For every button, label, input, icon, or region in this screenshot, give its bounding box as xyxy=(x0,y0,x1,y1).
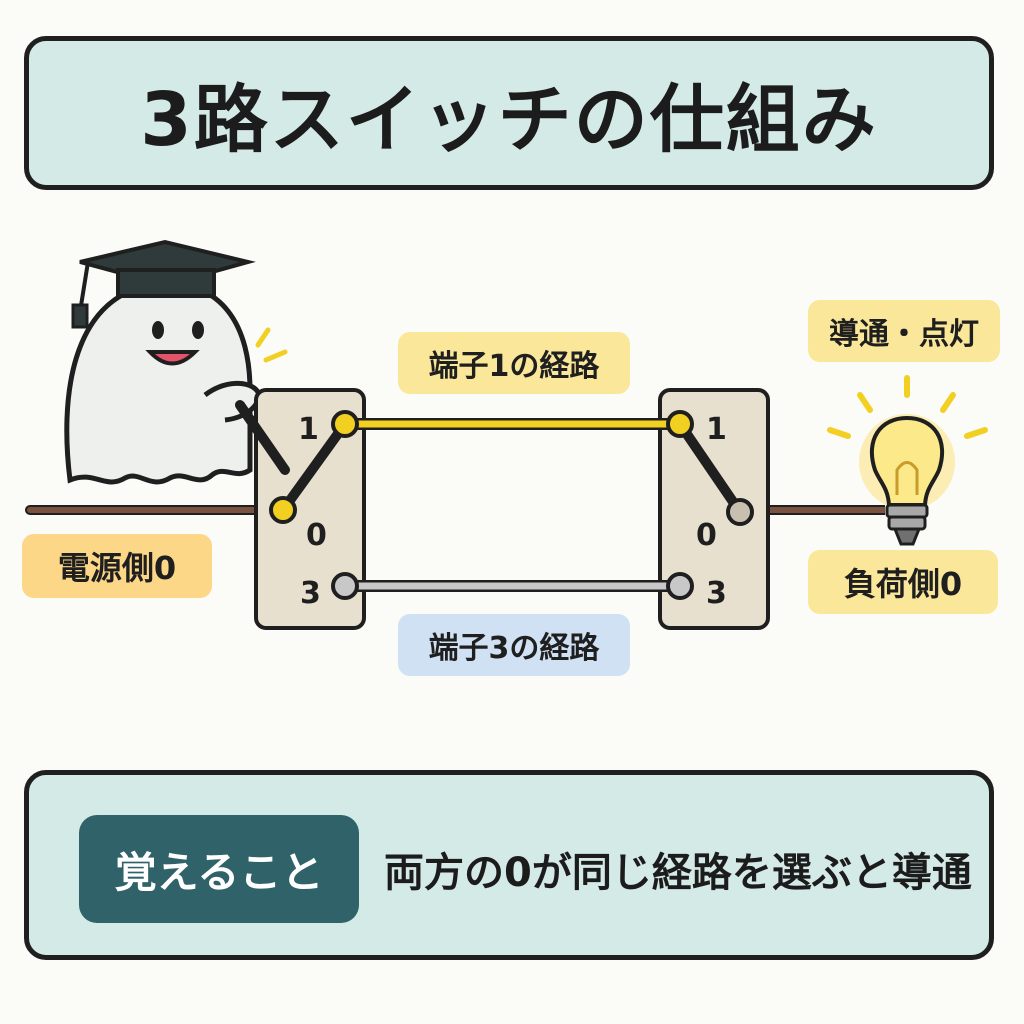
title-banner: 3路スイッチの仕組み xyxy=(24,36,994,190)
left-terminal-3-label: 3 xyxy=(300,576,321,611)
page-title: 3路スイッチの仕組み xyxy=(140,76,878,163)
path-1-label: 端子1の経路 xyxy=(398,332,630,394)
path-3-label: 端子3の経路 xyxy=(398,614,630,676)
load-side-label: 負荷側0 xyxy=(808,550,998,614)
left-lever xyxy=(278,419,350,515)
right-terminal-1-label: 1 xyxy=(706,412,727,447)
memo-panel: 覚えること 両方の0が同じ経路を選ぶと導通 xyxy=(24,770,994,960)
power-side-label: 電源側0 xyxy=(22,534,212,598)
left-terminal-1 xyxy=(331,410,359,438)
light-bulb-icon xyxy=(827,375,988,546)
left-terminal-0-label: 0 xyxy=(306,518,327,553)
left-terminal-0 xyxy=(269,496,297,524)
sparkle-icon xyxy=(255,327,288,363)
memo-text: 両方の0が同じ経路を選ぶと導通 xyxy=(384,850,972,896)
left-terminal-1-label: 1 xyxy=(298,412,319,447)
memo-badge: 覚えること xyxy=(79,815,359,923)
right-terminal-1 xyxy=(666,410,694,438)
left-terminal-3 xyxy=(331,572,359,600)
ghost-mascot xyxy=(64,281,262,485)
lever-handle xyxy=(235,400,290,475)
right-lever xyxy=(675,419,745,517)
right-terminal-3-label: 3 xyxy=(706,576,727,611)
left-switch-plate xyxy=(254,388,366,630)
graduation-cap-icon xyxy=(71,239,256,329)
right-terminal-3 xyxy=(666,572,694,600)
status-label: 導通・点灯 xyxy=(808,300,1000,362)
right-terminal-0-label: 0 xyxy=(696,518,717,553)
right-switch-plate xyxy=(658,388,770,630)
right-terminal-0 xyxy=(726,498,754,526)
